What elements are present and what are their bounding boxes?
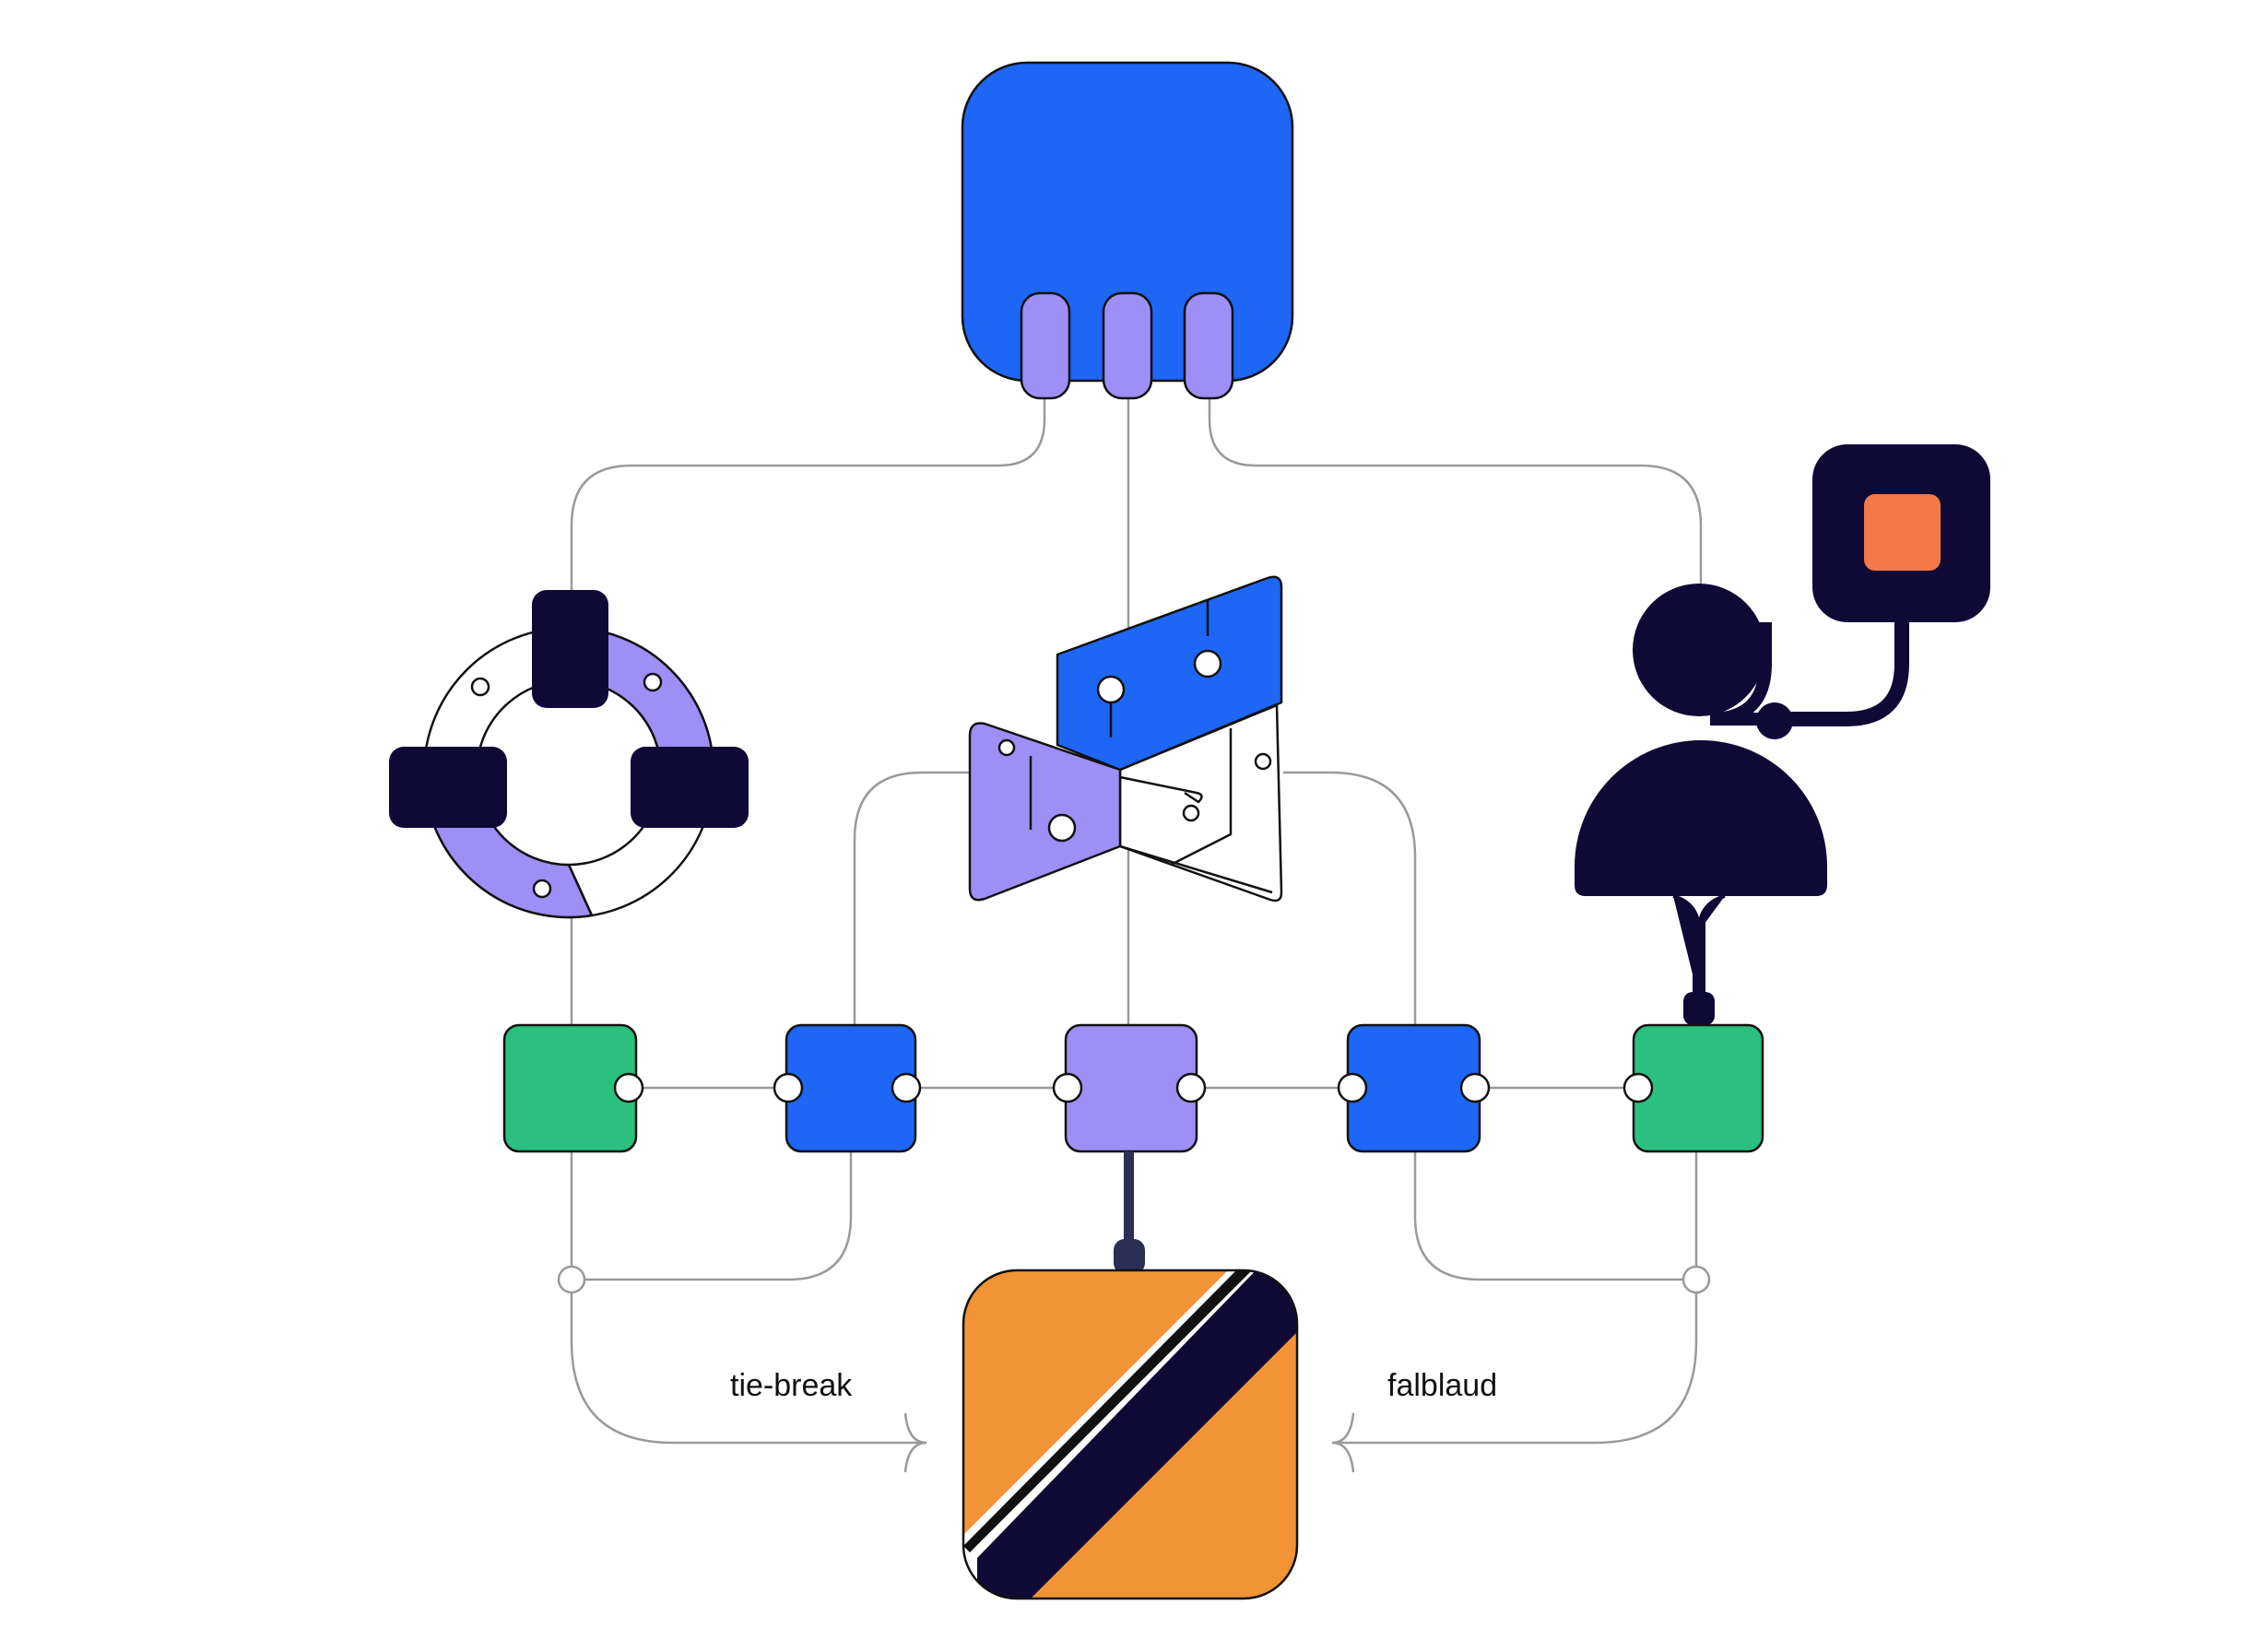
connector-map-to-blue-right bbox=[1283, 771, 1417, 1025]
arrowhead-right bbox=[1331, 1412, 1355, 1473]
map-pin bbox=[1254, 752, 1272, 771]
connector-arrow-right bbox=[1332, 1280, 1698, 1445]
ring-dot bbox=[532, 879, 552, 899]
port bbox=[613, 1072, 644, 1103]
port bbox=[891, 1072, 922, 1103]
hub-node-icon bbox=[961, 61, 1294, 400]
label-left-arrow: tie-break bbox=[730, 1368, 853, 1403]
connector-hub-to-ring bbox=[570, 398, 1046, 590]
user-head bbox=[1633, 584, 1765, 716]
connector-bottom-right bbox=[1413, 1150, 1698, 1281]
hub-port-middle bbox=[1102, 291, 1153, 400]
port bbox=[1337, 1072, 1368, 1103]
port bbox=[1175, 1072, 1207, 1103]
split-square-icon bbox=[962, 1268, 1299, 1600]
label-right-arrow: falblaud bbox=[1387, 1368, 1497, 1403]
port bbox=[1459, 1072, 1491, 1103]
node-chain bbox=[502, 1023, 1764, 1153]
user-body bbox=[1575, 740, 1827, 896]
map-pin bbox=[1096, 675, 1126, 704]
arrowhead-left bbox=[903, 1412, 927, 1473]
ring-dot bbox=[470, 677, 490, 697]
user-with-badge-icon bbox=[1575, 444, 1990, 1025]
port bbox=[1052, 1072, 1083, 1103]
map-pin bbox=[997, 738, 1016, 757]
junction-dot-right bbox=[1682, 1265, 1711, 1294]
badge-cable bbox=[1767, 610, 1909, 726]
connector-arrow-left bbox=[570, 1280, 926, 1445]
map-pin bbox=[1182, 804, 1200, 822]
ring-nodes-icon bbox=[389, 590, 749, 919]
junction-dot-left bbox=[557, 1265, 586, 1294]
chain-node-blue-right[interactable] bbox=[1346, 1023, 1481, 1153]
ring-dot bbox=[643, 672, 663, 692]
ring-block-left bbox=[389, 747, 507, 828]
purple-to-square-cable bbox=[1114, 1151, 1145, 1274]
map-pin bbox=[1047, 813, 1077, 843]
user-cable-plug bbox=[1683, 992, 1715, 1025]
hub-port-left bbox=[1020, 291, 1071, 400]
hub-port-right bbox=[1183, 291, 1234, 400]
badge-square bbox=[1864, 494, 1941, 571]
ring-block-right bbox=[631, 747, 749, 828]
connectors bbox=[570, 398, 1703, 1473]
folded-map-icon bbox=[968, 575, 1283, 903]
port bbox=[1622, 1072, 1654, 1103]
port bbox=[773, 1072, 804, 1103]
map-pin bbox=[1193, 649, 1222, 678]
connector-hub-to-user bbox=[1208, 398, 1703, 590]
badge-cable-plug bbox=[1756, 702, 1793, 739]
ring-block-top bbox=[532, 590, 608, 708]
connector-bottom-left bbox=[570, 1150, 853, 1281]
connector-map-to-blue-left bbox=[853, 771, 970, 1025]
